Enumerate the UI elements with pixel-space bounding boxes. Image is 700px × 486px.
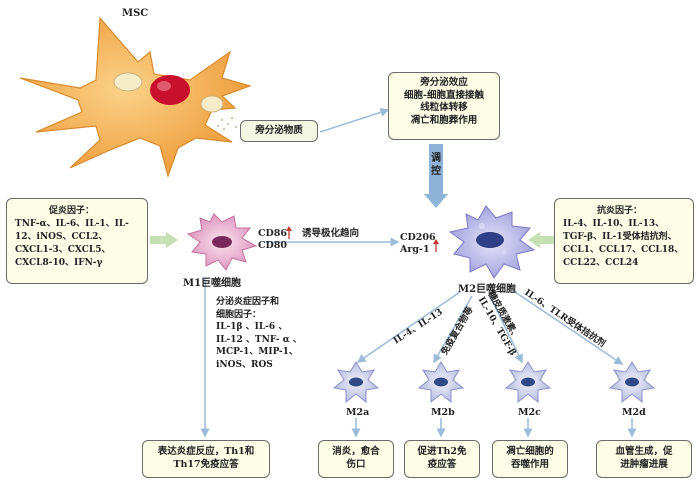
pro-inflammatory-line: TNF-α、IL-6、IL-1、IL- bbox=[15, 219, 129, 229]
m2-label: M2巨噬细胞 bbox=[458, 284, 517, 295]
m2a-effect-line: 伤口 bbox=[346, 458, 366, 470]
m2a-effect-line: 消炎，愈合 bbox=[332, 446, 380, 457]
m1-marker: CD86 bbox=[258, 228, 288, 239]
secretion-item: IL-12 、TNF- α 、 bbox=[216, 334, 302, 345]
paracrine-substance-box: 旁分泌物质 bbox=[240, 120, 318, 142]
secretion-item: MCP-1、MIP-1、 bbox=[216, 347, 298, 357]
m2a-label: M2a bbox=[346, 407, 370, 418]
secretion-item: iNOS、ROS bbox=[216, 359, 273, 370]
m2-markers: CD206 Arg-1 bbox=[400, 232, 436, 256]
mechanism-item: 细胞-细胞直接接触 bbox=[404, 89, 484, 101]
m1-macrophage bbox=[186, 213, 258, 271]
m1-secretion-list: 分泌炎症因子和 细胞因子： IL-1β 、IL-6 、 IL-12 、TNF- … bbox=[216, 296, 302, 371]
m2d-effect-line: 进肿瘤进展 bbox=[620, 458, 668, 470]
m1-effect-line: 表达炎症反应，Th1和 bbox=[157, 446, 255, 457]
pro-inflammatory-line: CXCL1-3、CXCL5、 bbox=[15, 245, 111, 255]
m2c-effect-line: 吞噬作用 bbox=[510, 458, 549, 470]
m2-macrophage bbox=[448, 205, 536, 279]
m2b-effect-box: 促进Th2免 疫应答 bbox=[404, 440, 480, 478]
anti-inflammatory-line: IL-4、IL-10、IL-13、 bbox=[563, 219, 665, 229]
anti-inflammatory-line: TGF-β、IL-1受体拮抗剂、 bbox=[563, 232, 677, 242]
upregulation-arrow bbox=[286, 226, 439, 252]
secretion-title: 细胞因子： bbox=[216, 309, 262, 320]
m2b-label: M2b bbox=[431, 407, 455, 418]
m2b-cell bbox=[417, 361, 465, 404]
m2c-effect-line: 凋亡细胞的 bbox=[506, 446, 554, 457]
m1-effect-box: 表达炎症反应，Th1和 Th17免疫应答 bbox=[142, 440, 270, 478]
mechanisms-box: 旁分泌效应 细胞-细胞直接接触 线粒体转移 凋亡和胞葬作用 bbox=[388, 72, 500, 140]
regulate-char: 调 bbox=[431, 153, 441, 164]
m2b-effect-line: 疫应答 bbox=[427, 458, 457, 470]
mechanism-item: 旁分泌效应 bbox=[420, 77, 468, 88]
pro-inflammatory-title: 促炎因子： bbox=[49, 206, 95, 216]
m2-marker: Arg-1 bbox=[400, 244, 430, 255]
anti-inflammatory-box: 抗炎因子： IL-4、IL-10、IL-13、 TGF-β、IL-1受体拮抗剂、… bbox=[554, 198, 694, 284]
pro-inflammatory-line: CXCL8-10、IFN-γ bbox=[15, 258, 103, 268]
polarization-label: 诱导极化趋向 bbox=[302, 228, 360, 239]
msc-nucleus bbox=[150, 75, 190, 105]
m2c-effect-box: 凋亡细胞的 吞噬作用 bbox=[492, 440, 568, 478]
anti-inflammatory-line: CCL22、CCL24 bbox=[563, 258, 639, 268]
secretion-title: 分泌炎症因子和 bbox=[216, 297, 280, 307]
msc-label: MSC bbox=[122, 8, 149, 19]
m2d-effect-line: 血管生成，促 bbox=[615, 446, 673, 457]
regulate-label: 调 控 bbox=[431, 152, 441, 178]
mechanism-item: 凋亡和胞葬作用 bbox=[410, 114, 478, 126]
m2d-label: M2d bbox=[622, 407, 646, 418]
paracrine-substance-label: 旁分泌物质 bbox=[255, 125, 303, 136]
anti-inflammatory-title: 抗炎因子： bbox=[597, 206, 643, 216]
mechanism-item: 线粒体转移 bbox=[420, 102, 468, 113]
m1-markers: CD86 CD80 bbox=[258, 228, 287, 252]
m1-effect-line: Th17免疫应答 bbox=[173, 458, 239, 470]
pro-inflammatory-line: 12、iNOS、CCL2、 bbox=[15, 232, 108, 242]
pro-inflammatory-box: 促炎因子： TNF-α、IL-6、IL-1、IL- 12、iNOS、CCL2、 … bbox=[6, 198, 148, 284]
m2b-effect-line: 促进Th2免 bbox=[417, 446, 467, 457]
msc-cell bbox=[19, 16, 252, 179]
m2c-label: M2c bbox=[518, 407, 541, 418]
regulate-char: 控 bbox=[431, 166, 441, 177]
m2c-cell bbox=[504, 361, 552, 404]
m2d-cell bbox=[608, 361, 656, 404]
m2d-effect-box: 血管生成，促 进肿瘤进展 bbox=[596, 440, 692, 478]
secretion-item: IL-1β 、IL-6 、 bbox=[216, 322, 288, 332]
m1-marker: CD80 bbox=[258, 240, 288, 251]
m2-marker: CD206 bbox=[400, 232, 436, 243]
anti-inflammatory-line: CCL1、CCL17、CCL18、 bbox=[563, 245, 684, 255]
m2a-effect-box: 消炎，愈合 伤口 bbox=[318, 440, 394, 478]
m1-label: M1巨噬细胞 bbox=[183, 278, 242, 289]
m2a-cell bbox=[332, 361, 380, 404]
